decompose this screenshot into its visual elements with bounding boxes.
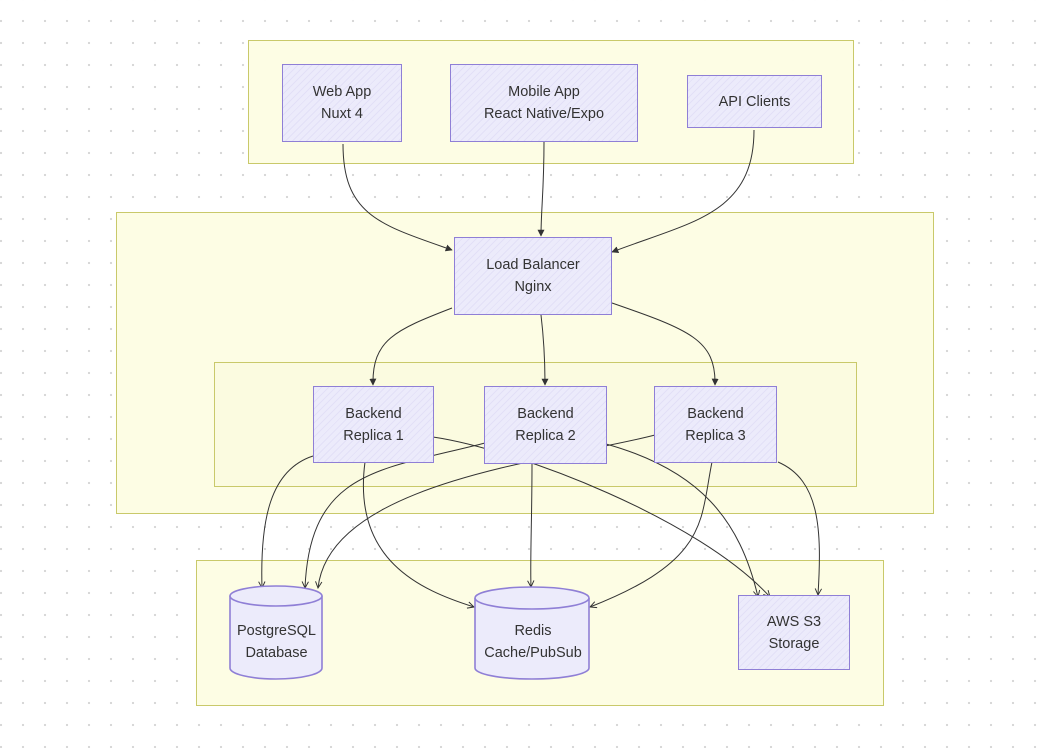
backend-replica-1-title: Backend [345, 405, 402, 422]
aws-s3-title: AWS S3 [766, 613, 822, 630]
redis-title: Redis [514, 623, 552, 639]
postgres-title: PostgreSQL [237, 623, 316, 639]
backend-replica-2-node: Backend Replica 2 [484, 386, 607, 464]
backend-replica-3-subtitle: Replica 3 [685, 427, 746, 444]
backend-replica-1-subtitle: Replica 1 [343, 427, 404, 444]
mobile-app-subtitle: React Native/Expo [483, 106, 605, 122]
postgres-subtitle: Database [245, 645, 308, 661]
mobile-app-title: Mobile App [508, 84, 580, 100]
postgres-cylinder-shape [229, 585, 323, 680]
backend-replica-1-node: Backend Replica 1 [313, 386, 434, 463]
aws-s3-node: AWS S3 Storage [738, 595, 850, 670]
mobile-app-node: Mobile App React Native/Expo [450, 64, 638, 142]
backend-replica-3-node: Backend Replica 3 [654, 386, 777, 463]
aws-s3-subtitle: Storage [768, 635, 820, 652]
backend-replica-3-title: Backend [687, 405, 744, 422]
load-balancer-node: Load Balancer Nginx [454, 237, 612, 315]
redis-subtitle: Cache/PubSub [484, 645, 582, 661]
web-app-subtitle: Nuxt 4 [321, 106, 363, 122]
load-balancer-title: Load Balancer [486, 257, 580, 273]
web-app-title: Web App [312, 84, 372, 100]
web-app-node: Web App Nuxt 4 [282, 64, 402, 142]
backend-replica-2-title: Backend [517, 406, 574, 422]
redis-node: Redis Cache/PubSub [472, 610, 594, 674]
backend-replica-2-subtitle: Replica 2 [515, 428, 576, 444]
load-balancer-subtitle: Nginx [514, 279, 552, 295]
api-clients-node: API Clients [687, 75, 822, 128]
postgres-node: PostgreSQL Database [229, 610, 324, 674]
api-clients-title: API Clients [718, 93, 791, 110]
